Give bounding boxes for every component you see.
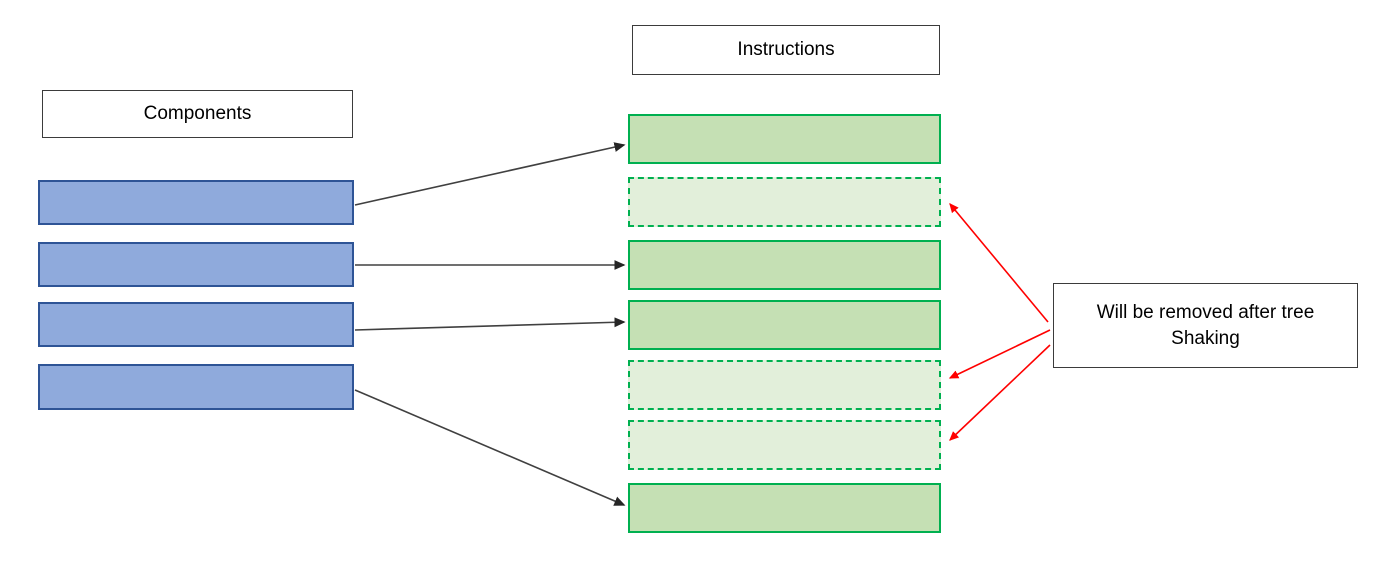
instruction-box-kept[interactable] [628,300,941,350]
instructions-label-box: Instructions [632,25,940,75]
tree-shaking-annotation-text: Will be removed after tree Shaking [1096,301,1315,349]
instructions-label-text: Instructions [737,39,835,61]
instruction-box-removed[interactable] [628,420,941,470]
mapping-arrow [354,389,626,506]
annotation-arrows-group [948,203,1051,441]
annotation-arrow [948,329,1051,379]
instruction-box-kept[interactable] [628,114,941,164]
instruction-box-removed[interactable] [628,360,941,410]
annotation-arrow [949,203,1049,323]
components-label-box: Components [42,90,353,138]
mapping-arrow [354,142,626,206]
component-box[interactable] [38,302,354,347]
component-box[interactable] [38,180,354,225]
mapping-arrow [354,317,626,331]
tree-shaking-annotation-box: Will be removed after tree Shaking [1053,283,1358,368]
instruction-box-kept[interactable] [628,483,941,533]
instruction-box-removed[interactable] [628,177,941,227]
component-box[interactable] [38,242,354,287]
annotation-arrow [949,344,1051,441]
instruction-box-kept[interactable] [628,240,941,290]
components-label-text: Components [143,103,252,125]
mapping-arrows-group [354,142,626,506]
component-box[interactable] [38,364,354,410]
